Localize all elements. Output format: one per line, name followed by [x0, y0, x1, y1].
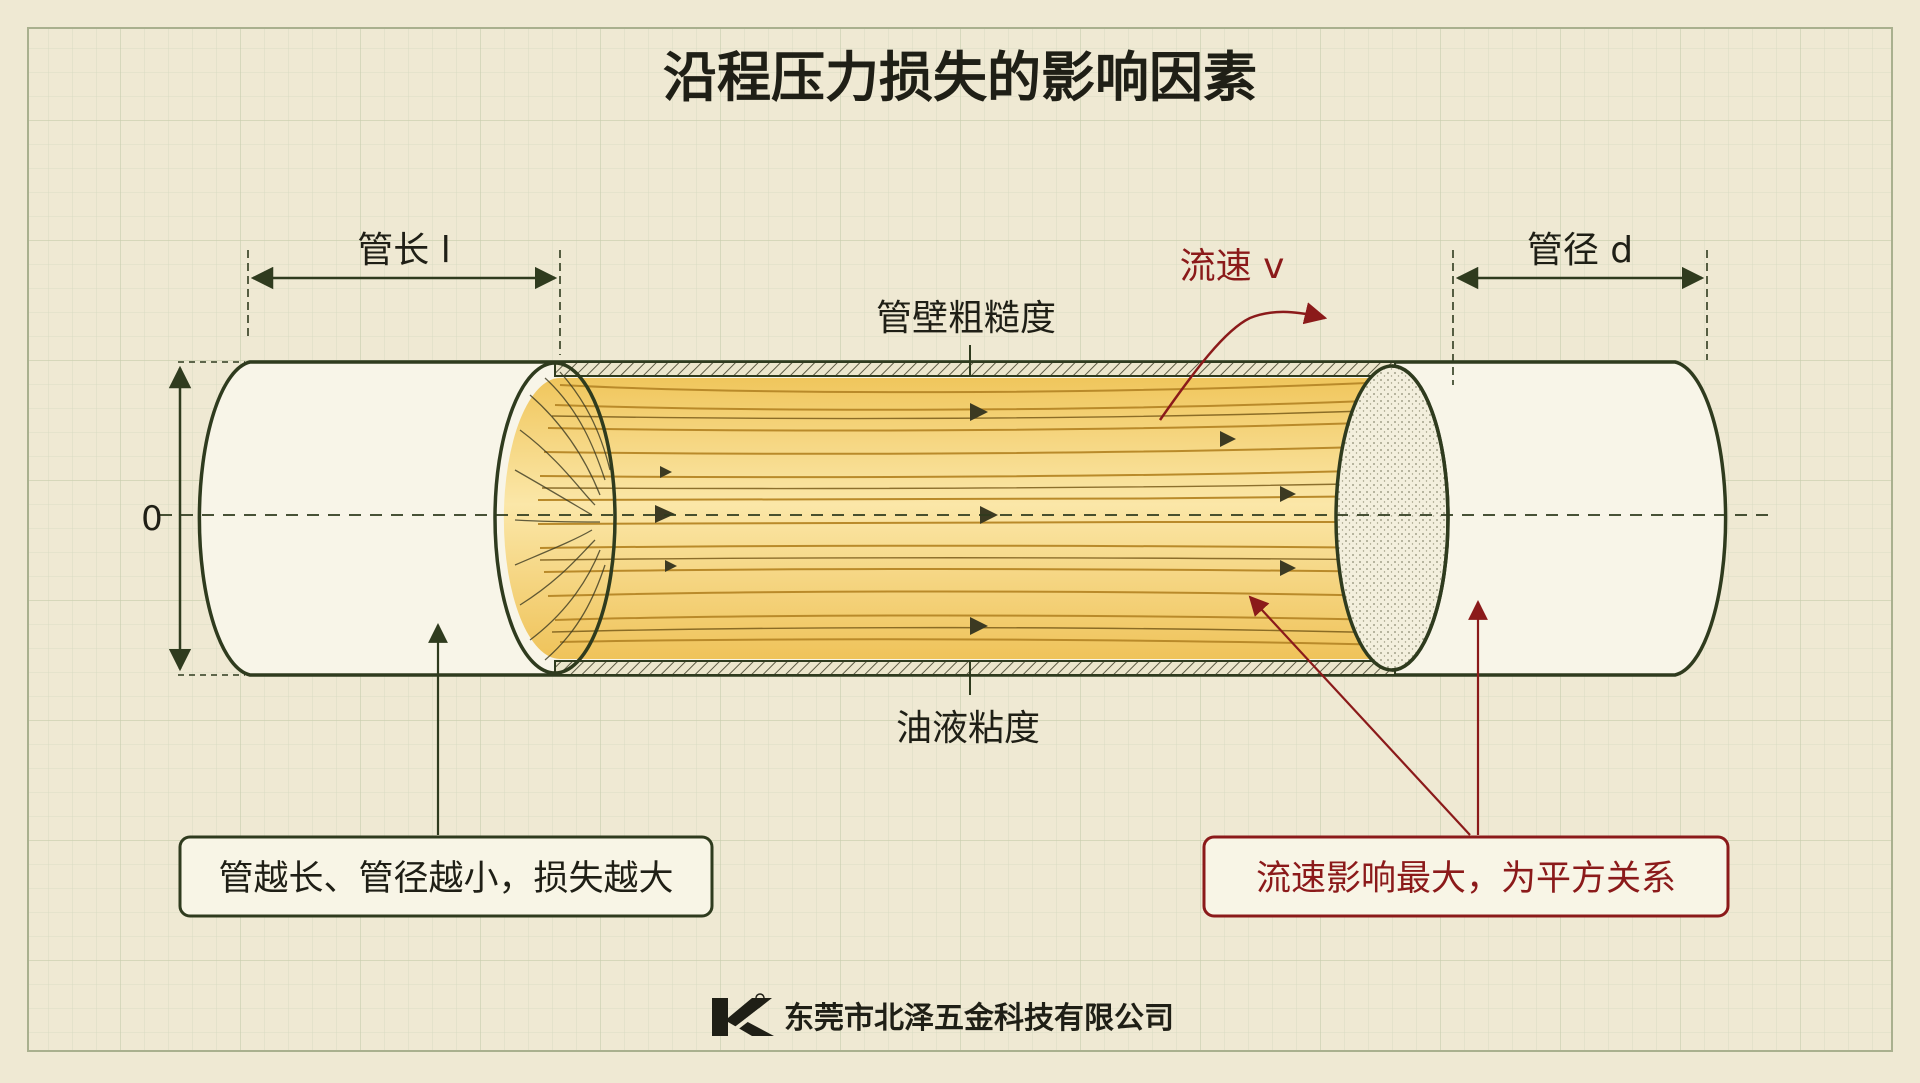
inlet-converging-lines [514, 371, 611, 661]
left-callout-box [178, 835, 714, 918]
left-callout-text: 管越长、管径越小，损失越大 [218, 859, 673, 899]
oil-flow-core [503, 378, 1396, 659]
right-callout-arrow-flow [1248, 595, 1471, 836]
wall-roughness-label: 管壁粗糙度 [876, 298, 1056, 339]
flow-velocity-label: 流速 v [1180, 246, 1285, 287]
right-callout-box [1202, 835, 1730, 918]
right-callout-text: 流速影响最大，为平方关系 [1256, 859, 1676, 899]
company-name: 东莞市北泽五金科技有限公司 [784, 1001, 1174, 1036]
outlet-rim [1391, 364, 1450, 672]
axis-zero-label: 0 [141, 499, 163, 539]
pipe-wall-top [554, 361, 1396, 377]
flow-velocity-arrow [1158, 302, 1328, 421]
inlet-cross-section [493, 361, 617, 675]
flow-streamlines-dark [539, 409, 1396, 634]
flow-streamlines [537, 381, 1396, 646]
pipe-diameter-label: 管径 d [1527, 230, 1633, 271]
pipe-length-label: 管长 l [357, 230, 450, 271]
pipe-wall-bottom [554, 660, 1396, 676]
grid-border [27, 27, 1893, 1052]
page-title: 沿程压力损失的影响因素 [663, 46, 1257, 109]
flow-arrows [655, 403, 1296, 635]
bz-logo-icon [712, 993, 774, 1036]
oil-viscosity-label: 油液粘度 [896, 708, 1040, 749]
